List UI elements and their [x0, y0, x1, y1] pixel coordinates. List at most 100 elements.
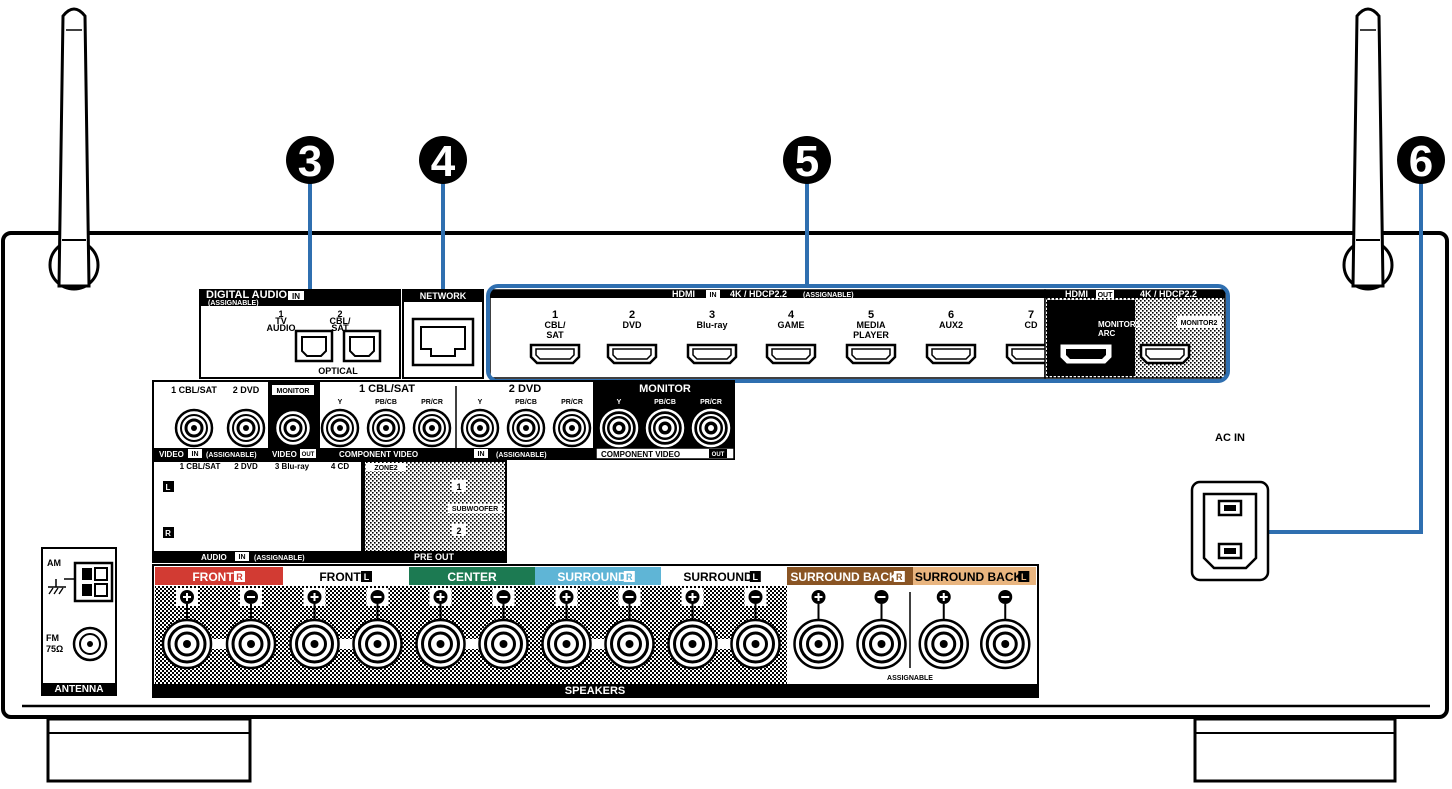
- component-in-footer-assignable: (ASSIGNABLE): [496, 452, 547, 459]
- component-in-jack-5[interactable]: [506, 408, 546, 448]
- fm-antenna-jack[interactable]: [72, 626, 108, 662]
- component-in-jack-4[interactable]: [460, 408, 500, 448]
- callout-5: 5: [783, 136, 831, 286]
- component-in-jack-6[interactable]: [552, 408, 592, 448]
- speaker-terminal-positive[interactable]: [793, 590, 844, 670]
- speaker-terminal-negative[interactable]: [352, 588, 403, 670]
- component-in-jack-3[interactable]: [412, 408, 452, 448]
- component-in-footer-tag: IN: [478, 451, 485, 458]
- callout-5-number: 5: [795, 137, 819, 186]
- hdmi-out-spec: 4K / HDCP2.2: [1140, 289, 1197, 299]
- component-in-footer: COMPONENT VIDEO: [339, 450, 418, 459]
- hdmi-input-label: AUX2: [939, 320, 963, 330]
- speaker-terminal-negative[interactable]: [856, 590, 907, 670]
- component-out-pr: PR/CR: [700, 399, 722, 406]
- speaker-terminal-negative[interactable]: [478, 588, 529, 670]
- hdmi-in-title: HDMI: [672, 289, 695, 299]
- network-panel: NETWORK: [402, 289, 484, 379]
- speaker-terminal-positive[interactable]: [541, 588, 592, 670]
- ac-inlet[interactable]: [1190, 480, 1270, 582]
- am-label: AM: [47, 558, 61, 568]
- component-out-footer-tag: OUT: [712, 452, 725, 458]
- speaker-channel-side: L: [753, 572, 759, 582]
- video-in-footer-assignable: (ASSIGNABLE): [206, 452, 257, 459]
- audio-in-panel: 1 CBL/SAT 2 DVD 3 Blu-ray 4 CD L R AUDIO…: [152, 460, 363, 563]
- speaker-terminal-negative[interactable]: [225, 588, 277, 670]
- speaker-terminal-positive[interactable]: [667, 588, 718, 670]
- speaker-terminal-positive[interactable]: [918, 590, 969, 670]
- component-out-y: Y: [617, 399, 622, 406]
- component-out-jack-2[interactable]: [645, 408, 685, 448]
- optical-2-label1: CBL/: [330, 316, 351, 326]
- video-out-monitor-jack[interactable]: [273, 408, 313, 448]
- speaker-channel-name: SURROUND: [557, 570, 627, 584]
- hdmi-input-number: 3: [709, 309, 715, 321]
- pre-out-footer: PRE OUT: [414, 552, 455, 562]
- component-in-1-y: Y: [338, 399, 343, 406]
- speaker-terminal-negative[interactable]: [730, 588, 781, 670]
- digital-audio-panel: DIGITAL AUDIO IN (ASSIGNABLE) 1 TV AUDIO…: [199, 289, 401, 379]
- hdmi-highlight-frame: [486, 284, 1230, 383]
- speaker-channel-side: R: [626, 572, 633, 582]
- speaker-terminal-positive[interactable]: [415, 588, 466, 670]
- am-antenna-terminal[interactable]: [73, 561, 114, 603]
- hdmi-input-label: DVD: [622, 320, 642, 330]
- antenna-footer: ANTENNA: [55, 684, 104, 695]
- component-out-jack-1[interactable]: [599, 408, 639, 448]
- hdmi-input-port[interactable]: [845, 343, 897, 365]
- optical-2-label2: SAT: [331, 323, 349, 333]
- video-in-2-jack[interactable]: [226, 408, 266, 448]
- speaker-channel-name: CENTER: [447, 570, 497, 584]
- optical-port-1[interactable]: [294, 329, 334, 363]
- speaker-terminal-positive[interactable]: [161, 588, 213, 670]
- hdmi-input-label-2: SAT: [546, 330, 564, 340]
- component-out-jack-3[interactable]: [691, 408, 731, 448]
- ethernet-port[interactable]: [411, 317, 475, 367]
- component-in-1-pb: PB/CB: [375, 399, 397, 406]
- ac-in-panel: AC IN: [1190, 432, 1270, 582]
- subwoofer-label: SUBWOOFER: [452, 506, 498, 513]
- wireless-antenna-right[interactable]: [1342, 7, 1394, 291]
- optical-1-label2: AUDIO: [267, 323, 296, 333]
- optical-port-2[interactable]: [342, 329, 382, 363]
- hdmi-input-port[interactable]: [686, 343, 738, 365]
- component-in-2-pr: PR/CR: [561, 399, 583, 406]
- speaker-channel-name: FRONT: [319, 570, 361, 584]
- hdmi-input-port[interactable]: [925, 343, 977, 365]
- speaker-terminal-negative[interactable]: [604, 588, 655, 670]
- hdmi-in-panel: HDMI IN 4K / HDCP2.2 (ASSIGNABLE) 1CBL/S…: [489, 289, 1057, 379]
- component-in-jack-2[interactable]: [366, 408, 406, 448]
- component-in-jack-1[interactable]: [320, 408, 360, 448]
- video-in-footer: VIDEO: [159, 450, 184, 459]
- hdmi-out-monitor1-port[interactable]: [1060, 344, 1112, 364]
- hdmi-input-label: MEDIA: [857, 320, 887, 330]
- hdmi-input-label: CD: [1025, 320, 1038, 330]
- video-in-1-jack[interactable]: [174, 408, 214, 448]
- speakers-footer: SPEAKERS: [565, 685, 626, 697]
- hdmi-input-port[interactable]: [765, 343, 817, 365]
- digital-audio-title: DIGITAL AUDIO: [206, 289, 288, 301]
- optical-2-number: 2: [337, 309, 342, 319]
- speaker-channel-name: SURROUND BACK: [790, 570, 898, 584]
- wireless-antenna-left[interactable]: [48, 7, 100, 291]
- speaker-terminal-negative[interactable]: [980, 590, 1031, 670]
- zone2-label: ZONE2: [374, 465, 397, 472]
- speaker-terminal-positive[interactable]: [289, 588, 340, 670]
- component-in-2-y: Y: [478, 399, 483, 406]
- speakers-assignable: ASSIGNABLE: [887, 675, 933, 682]
- hdmi-input-port[interactable]: [529, 343, 581, 365]
- hdmi-out-monitor2-port[interactable]: [1139, 343, 1191, 365]
- foot-left: [46, 717, 252, 783]
- hdmi-input-port[interactable]: [606, 343, 658, 365]
- component-in-panel: 1 CBL/SAT 2 DVD Y PB/CB PR/CR Y PB/CB PR…: [318, 380, 595, 460]
